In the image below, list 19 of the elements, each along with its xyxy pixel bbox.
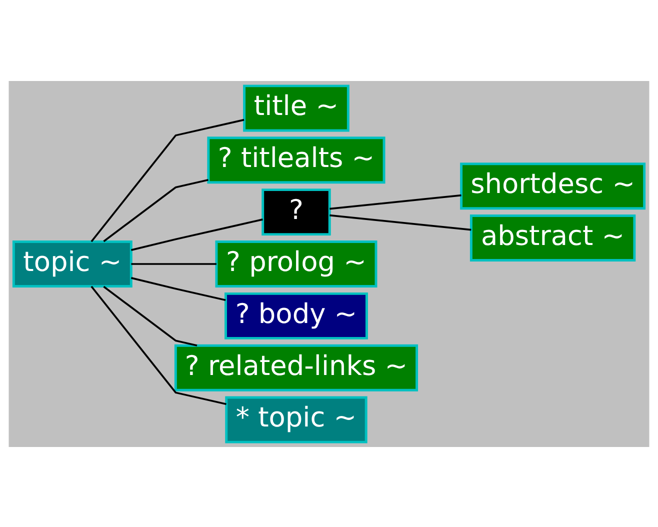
connector [330,194,462,210]
node-box: ? related-links ~ [174,344,418,391]
connector [90,118,244,242]
node-box: topic ~ [12,240,132,287]
connector [131,276,226,300]
node-box: ? [262,188,331,236]
connector [90,285,226,405]
node-box: ? body ~ [224,292,368,339]
node-box: shortdesc ~ [460,162,646,210]
connector [103,285,198,346]
node-box: ? prolog ~ [215,240,378,287]
connector [131,262,216,264]
connector [330,214,472,230]
connector [103,178,208,242]
node-box: * topic ~ [225,396,368,443]
connector [131,218,263,250]
node-box: ? titlealts ~ [207,136,386,184]
node-box: abstract ~ [470,214,636,262]
node-box: title ~ [243,84,350,132]
